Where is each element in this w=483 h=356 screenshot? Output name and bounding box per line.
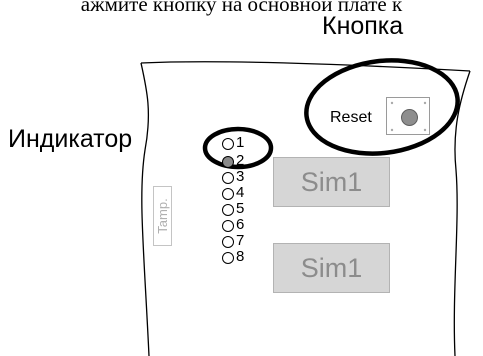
- indicator-led-icon: [222, 156, 234, 168]
- reset-button-screws: [390, 101, 427, 132]
- board-left-edge: [140, 62, 150, 356]
- indicator-number: 8: [236, 248, 245, 265]
- indicator-number: 4: [236, 184, 245, 201]
- indicator-number: 5: [236, 200, 245, 217]
- reset-label: Reset: [330, 109, 372, 126]
- sim-button-1[interactable]: Sim1: [273, 157, 390, 207]
- indicator-number: 3: [236, 168, 245, 185]
- indicator-callout-label: Индикатор: [8, 125, 133, 153]
- indicator-led-icon: [222, 236, 234, 248]
- sim-button-2[interactable]: Sim1: [273, 243, 390, 293]
- indicator-led-icon: [222, 188, 234, 200]
- indicator-row: 6: [222, 216, 282, 234]
- indicator-row: 3: [222, 168, 282, 186]
- indicator-row: 7: [222, 232, 282, 250]
- indicator-row: 8: [222, 248, 282, 266]
- indicator-number: 6: [236, 216, 245, 233]
- board-right-edge: [453, 70, 471, 356]
- indicator-row: 4: [222, 184, 282, 202]
- indicator-number: 2: [236, 152, 245, 169]
- indicator-row: 2: [222, 152, 282, 170]
- button-callout-ellipse: [304, 58, 460, 156]
- temp-label: Tamp.: [153, 186, 172, 246]
- button-callout-label: Кнопка: [322, 12, 404, 40]
- indicator-number: 1: [236, 134, 245, 151]
- indicator-led-icon: [222, 172, 234, 184]
- indicator-led-icon: [222, 252, 234, 264]
- indicator-led-icon: [222, 138, 234, 150]
- indicator-number: 7: [236, 232, 245, 249]
- indicator-row: 1: [222, 134, 282, 152]
- reset-button[interactable]: [386, 97, 430, 135]
- indicator-led-icon: [222, 204, 234, 216]
- indicator-callout-ellipse: [202, 126, 274, 170]
- indicator-led-icon: [222, 220, 234, 232]
- caption-text: ажмите кнопку на основной плате к: [80, 0, 403, 16]
- reset-button-cap: [401, 109, 418, 126]
- indicator-row: 5: [222, 200, 282, 218]
